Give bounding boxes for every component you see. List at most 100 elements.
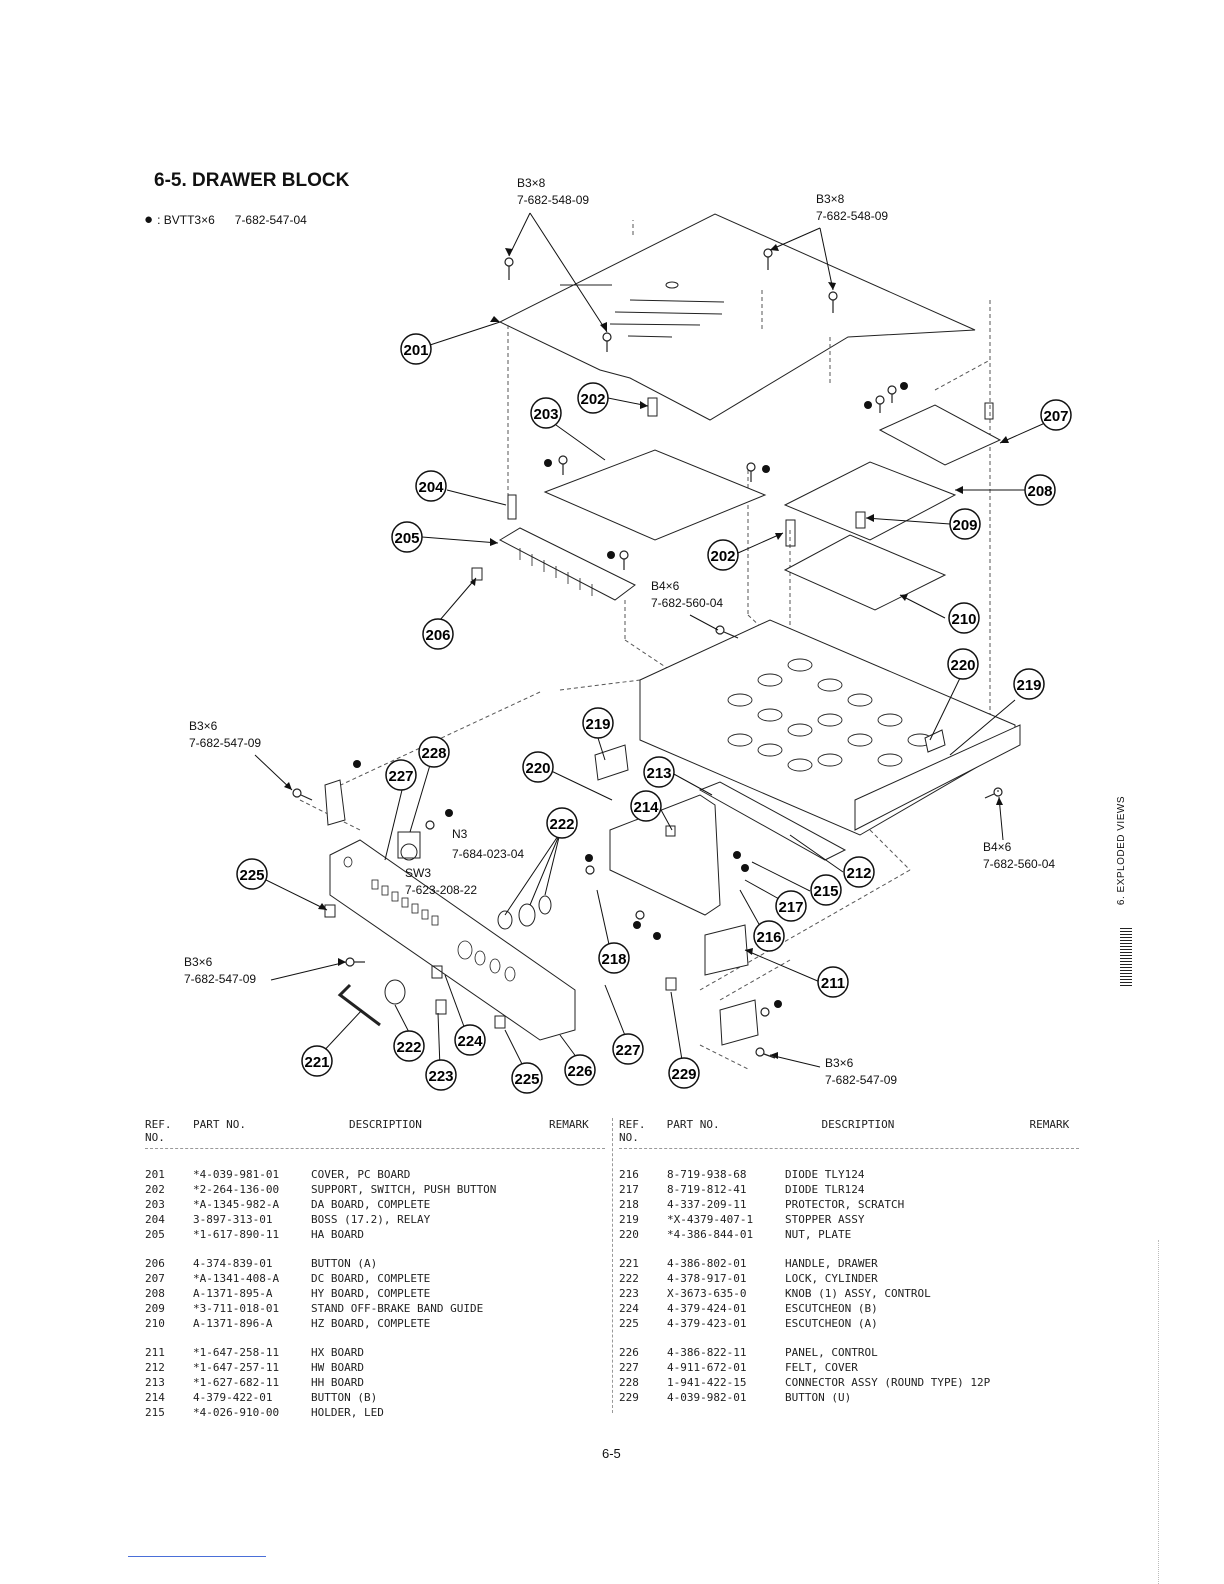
description-cell: LOCK, CYLINDER bbox=[785, 1272, 878, 1285]
part-number-cell: *1-617-890-11 bbox=[193, 1228, 280, 1241]
bullet-icon bbox=[741, 864, 749, 872]
part-number-cell: *1-647-258-11 bbox=[193, 1346, 280, 1359]
callout-208: 208 bbox=[1024, 474, 1056, 506]
bullet-icon bbox=[733, 851, 741, 859]
ref-cell: 226 bbox=[619, 1346, 639, 1359]
page-number: 6-5 bbox=[602, 1446, 621, 1461]
table-row: 228 1-941-422-15 CONNECTOR ASSY (ROUND TYP… bbox=[619, 1375, 1079, 1390]
ref-cell: 225 bbox=[619, 1317, 639, 1330]
callout-label: 225 bbox=[239, 867, 264, 884]
part-number-cell: 1-941-422-15 bbox=[667, 1376, 747, 1389]
bullet-icon bbox=[607, 551, 615, 559]
ref-cell: 208 bbox=[145, 1287, 165, 1300]
part-number-cell: 4-374-839-01 bbox=[193, 1257, 273, 1270]
callout-label: 214 bbox=[633, 799, 659, 816]
part-number-cell: X-3673-635-0 bbox=[667, 1287, 747, 1300]
screw-labels: B3×8 7-682-548-09 B3×8 7-682-548-09 B4×6… bbox=[184, 176, 1055, 1087]
callout-label: 226 bbox=[567, 1063, 592, 1080]
ref-cell: 205 bbox=[145, 1228, 165, 1241]
bullet-icon bbox=[585, 854, 593, 862]
part-number-cell: *1-647-257-11 bbox=[193, 1361, 280, 1374]
callout-222b: 222 bbox=[393, 1030, 425, 1062]
screw-part-label: 7-682-560-04 bbox=[651, 596, 723, 610]
part-ha-board bbox=[498, 527, 636, 601]
callout-229: 229 bbox=[668, 1057, 700, 1089]
callout-label: 208 bbox=[1027, 483, 1052, 500]
callout-210: 210 bbox=[948, 602, 980, 634]
part-number-cell: 4-379-424-01 bbox=[667, 1302, 747, 1315]
bullet-icon bbox=[445, 809, 453, 817]
callout-212: 212 bbox=[843, 856, 875, 888]
ref-cell: 229 bbox=[619, 1391, 639, 1404]
part-number-cell: 4-911-672-01 bbox=[667, 1361, 747, 1374]
callout-label: 220 bbox=[950, 657, 975, 674]
connector-ref-label: SW3 bbox=[405, 866, 431, 880]
ref-cell: 221 bbox=[619, 1257, 639, 1270]
part-side-rail bbox=[854, 724, 1021, 831]
callout-label: 202 bbox=[580, 391, 605, 408]
part-lock-cylinder bbox=[384, 979, 406, 1005]
description-cell: FELT, COVER bbox=[785, 1361, 858, 1374]
section-side-label: 6. EXPLODED VIEWS bbox=[1116, 796, 1127, 906]
ref-cell: 210 bbox=[145, 1317, 165, 1330]
callout-label: 218 bbox=[601, 951, 626, 968]
callout-label: 206 bbox=[425, 627, 450, 644]
ref-cell: 223 bbox=[619, 1287, 639, 1300]
callout-label: 212 bbox=[846, 865, 871, 882]
screw-part-label: 7-682-548-09 bbox=[517, 193, 589, 207]
callout-label: 217 bbox=[778, 899, 803, 916]
callout-label: 220 bbox=[525, 760, 550, 777]
callout-201: 201 bbox=[400, 333, 432, 365]
bullet-icon: ● bbox=[144, 211, 154, 228]
part-number-cell: *A-1345-982-A bbox=[193, 1198, 280, 1211]
ref-cell: 202 bbox=[145, 1183, 165, 1196]
part-number-cell: *4-026-910-00 bbox=[193, 1406, 280, 1419]
part-number-cell: *A-1341-408-A bbox=[193, 1272, 280, 1285]
callout-202b: 202 bbox=[707, 539, 739, 571]
callout-label: 205 bbox=[394, 530, 419, 547]
parts-list-left: REF. NO. PART NO. DESCRIPTION REMARK 201… bbox=[145, 1118, 605, 1420]
part-hw-board bbox=[698, 781, 847, 861]
parts-list-right: REF. NO. PART NO. DESCRIPTION REMARK 216… bbox=[619, 1118, 1079, 1405]
screw-part-label: 7-682-547-09 bbox=[184, 972, 256, 986]
callout-label: 203 bbox=[533, 406, 558, 423]
bullet-icon bbox=[900, 382, 908, 390]
callout-label: 224 bbox=[457, 1033, 483, 1050]
screw-type-label: B3×8 bbox=[816, 192, 845, 206]
callout-label: 222 bbox=[549, 816, 574, 833]
callout-label: 223 bbox=[428, 1068, 453, 1085]
part-cover-pc-board bbox=[498, 213, 976, 421]
callout-label: 210 bbox=[951, 611, 976, 628]
header-ref: REF. NO. bbox=[145, 1118, 172, 1144]
description-cell: BUTTON (A) bbox=[311, 1257, 378, 1270]
part-panel-control bbox=[329, 839, 576, 1041]
ref-cell: 228 bbox=[619, 1376, 639, 1389]
callout-label: 211 bbox=[821, 975, 845, 992]
part-number-cell: *4-039-981-01 bbox=[193, 1168, 280, 1181]
legend-part-number: 7-682-547-04 bbox=[234, 213, 307, 227]
callout-221: 221 bbox=[301, 1045, 333, 1077]
connector-part-label: 7-684-023-04 bbox=[452, 847, 524, 861]
bullet-icon bbox=[774, 1000, 782, 1008]
description-cell: CONNECTOR ASSY (ROUND TYPE) 12P bbox=[785, 1376, 991, 1389]
callout-219: 219 bbox=[1013, 668, 1045, 700]
exploded-view-diagram: 201 202 203 204 205 206 207 208 209 202 … bbox=[184, 176, 1072, 1094]
screw-type-label: B3×6 bbox=[184, 955, 213, 969]
ref-cell: 220 bbox=[619, 1228, 639, 1241]
part-number-cell: *3-711-018-01 bbox=[193, 1302, 280, 1315]
callout-216: 216 bbox=[753, 920, 785, 952]
screw-type-label: B4×6 bbox=[651, 579, 680, 593]
callout-label: 207 bbox=[1043, 408, 1068, 425]
callout-227b: 227 bbox=[612, 1033, 644, 1065]
footer-line bbox=[128, 1556, 266, 1557]
callout-label: 222 bbox=[396, 1039, 421, 1056]
callout-213: 213 bbox=[643, 756, 675, 788]
